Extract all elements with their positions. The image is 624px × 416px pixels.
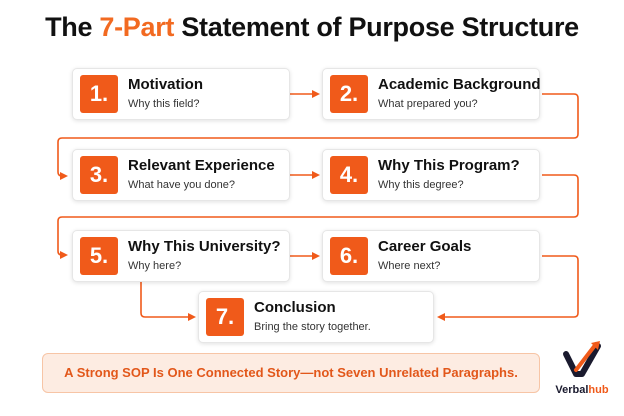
page-title: The 7-Part Statement of Purpose Structur… — [0, 12, 624, 43]
step-number: 1. — [80, 75, 118, 113]
step-subtitle: Why this degree? — [378, 179, 464, 191]
step-title: Why This University? — [128, 238, 281, 255]
step-number: 5. — [80, 237, 118, 275]
step-subtitle: Why here? — [128, 260, 182, 272]
step-title: Academic Background — [378, 76, 541, 93]
arrow-4-to-5 — [57, 174, 579, 259]
key-takeaway-banner: A Strong SOP Is One Connected Story—not … — [42, 353, 540, 393]
step-subtitle: Why this field? — [128, 98, 200, 110]
step-card-conclusion: 7. Conclusion Bring the story together. — [198, 291, 434, 343]
step-card-motivation: 1. Motivation Why this field? — [72, 68, 290, 120]
step-card-relevant-experience: 3. Relevant Experience What have you don… — [72, 149, 290, 201]
step-title: Relevant Experience — [128, 157, 275, 174]
logo-wordmark-part1: Verbal — [555, 384, 589, 396]
step-card-why-this-university: 5. Why This University? Why here? — [72, 230, 290, 282]
step-subtitle: Bring the story together. — [254, 321, 371, 333]
verbalhub-logo: Verbalhub — [552, 340, 612, 400]
step-card-why-this-program: 4. Why This Program? Why this degree? — [322, 149, 540, 201]
title-prefix: The — [45, 12, 100, 42]
title-accent: 7-Part — [99, 12, 175, 42]
step-number: 3. — [80, 156, 118, 194]
step-subtitle: What have you done? — [128, 179, 236, 191]
logo-wordmark: Verbalhub — [552, 384, 612, 396]
step-title: Motivation — [128, 76, 203, 93]
step-number: 4. — [330, 156, 368, 194]
logo-wordmark-part2: hub — [588, 384, 609, 396]
step-number: 6. — [330, 237, 368, 275]
step-subtitle: Where next? — [378, 260, 441, 272]
verbalhub-check-logo-icon — [563, 341, 601, 377]
arrow-2-to-3 — [57, 93, 579, 180]
step-card-career-goals: 6. Career Goals Where next? — [322, 230, 540, 282]
arrow-6-to-7 — [437, 255, 579, 321]
title-suffix: Statement of Purpose Structure — [174, 12, 579, 42]
step-card-academic-background: 2. Academic Background What prepared you… — [322, 68, 541, 120]
step-title: Career Goals — [378, 238, 472, 255]
step-title: Why This Program? — [378, 157, 520, 174]
step-subtitle: What prepared you? — [378, 98, 478, 110]
step-title: Conclusion — [254, 299, 336, 316]
arrow-5-to-7 — [140, 280, 196, 321]
step-number: 2. — [330, 75, 368, 113]
step-number: 7. — [206, 298, 244, 336]
